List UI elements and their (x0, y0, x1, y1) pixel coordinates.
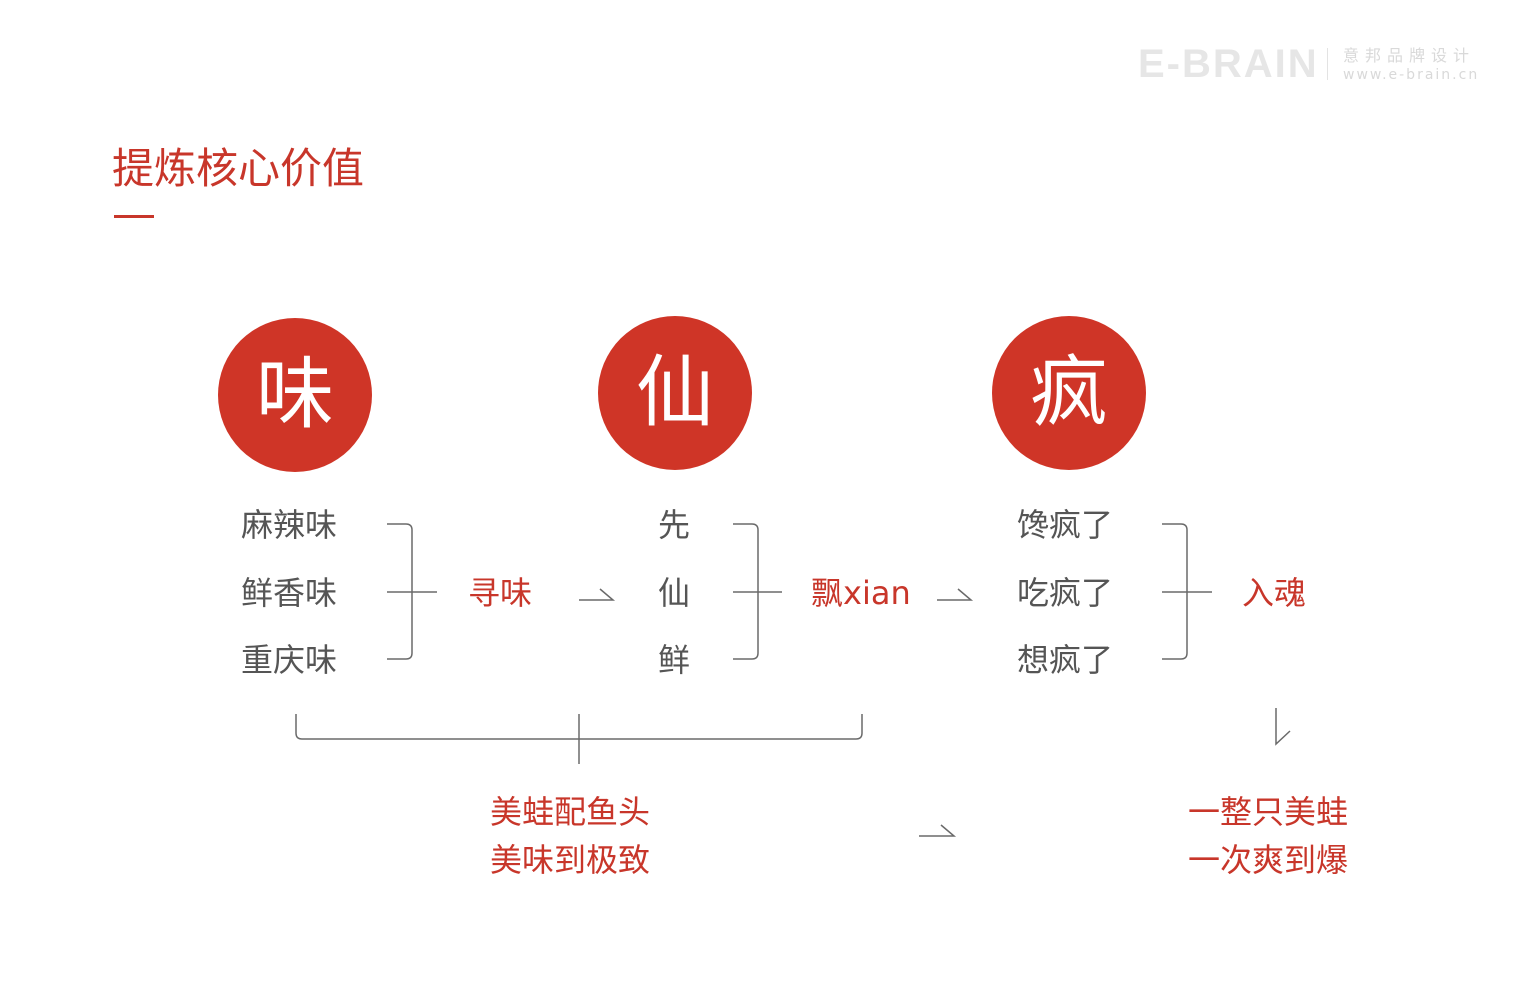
group3-term: 吃疯了 (1017, 574, 1114, 612)
group2-result: 飘xian (811, 574, 911, 612)
group3-term: 馋疯了 (1017, 506, 1114, 544)
group2-bracket (733, 523, 759, 660)
group1-term: 重庆味 (241, 641, 338, 679)
group2-term: 仙 (658, 574, 691, 612)
summary-left-line2: 美味到极致 (490, 841, 651, 879)
arrow-icon (579, 588, 616, 601)
group3-result: 入魂 (1242, 574, 1307, 612)
logo-divider (1327, 48, 1328, 80)
group1-term: 鲜香味 (241, 574, 338, 612)
logo-chinese-name: 意邦品牌设计 (1343, 46, 1476, 65)
group1-result: 寻味 (468, 574, 533, 612)
group2-term: 先 (658, 506, 691, 544)
summary-right-line1: 一整只美蛙 (1188, 793, 1349, 831)
arrow-icon (919, 824, 957, 837)
group3-bracket (1162, 523, 1188, 660)
page-title: 提炼核心价值 (112, 144, 365, 193)
summary-left-line1: 美蛙配鱼头 (490, 793, 651, 831)
circle-xian: 仙 (598, 316, 752, 470)
group1-bracket (387, 523, 413, 660)
group1-term: 麻辣味 (241, 506, 338, 544)
circle-feng: 疯 (992, 316, 1146, 470)
down-arrow-icon (1275, 708, 1291, 746)
logo-url: www.e-brain.cn (1343, 67, 1480, 83)
arrow-icon (937, 588, 974, 601)
logo-wordmark: E-BRAIN (1138, 42, 1319, 86)
title-underline (114, 215, 154, 218)
group3-term: 想疯了 (1017, 641, 1114, 679)
summary-right-line2: 一次爽到爆 (1188, 841, 1349, 879)
group2-term: 鲜 (658, 641, 691, 679)
combine-bracket (295, 714, 863, 740)
circle-wei: 味 (218, 318, 372, 472)
